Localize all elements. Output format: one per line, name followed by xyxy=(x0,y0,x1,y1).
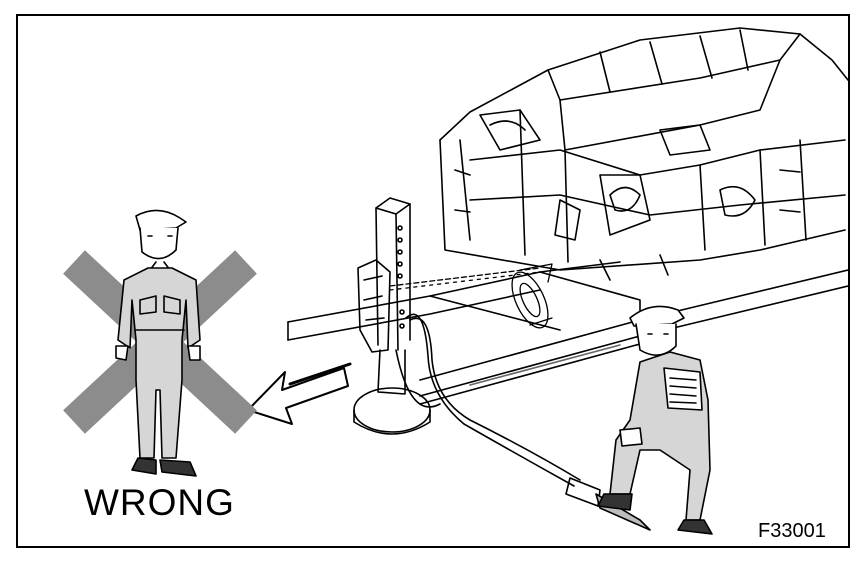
standing-worker-wrong xyxy=(115,209,201,477)
frame-rails xyxy=(287,261,848,405)
chain xyxy=(389,263,553,329)
pulling-tower xyxy=(353,197,441,435)
pull-direction-arrow-icon xyxy=(247,362,352,425)
car-body-shell xyxy=(439,27,848,281)
figure-code: F33001 xyxy=(758,520,826,542)
wrong-label: WRONG xyxy=(84,482,235,523)
kneeling-worker xyxy=(597,305,713,535)
